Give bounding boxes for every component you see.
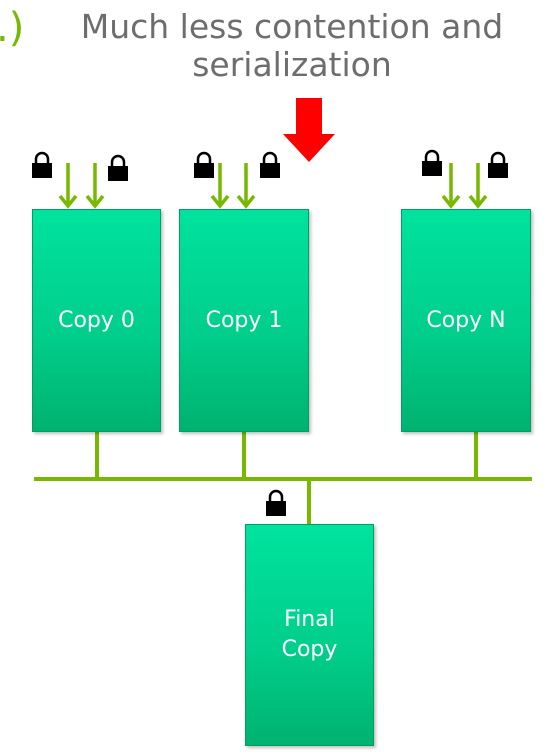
final-copy-line-1: Final: [284, 607, 335, 632]
caption: Much less contention and serialization: [64, 8, 520, 84]
down-arrow-icon: [58, 163, 78, 209]
lock-icon: [488, 151, 508, 178]
lock-icon: [32, 151, 52, 178]
lock-icon: [422, 149, 442, 176]
copy-0-block: Copy 0: [32, 209, 161, 432]
caption-line-1: Much less contention and: [80, 7, 504, 46]
copy-n-block: Copy N: [401, 209, 531, 432]
down-arrow-icon: [236, 163, 256, 209]
copy-1-label: Copy 1: [205, 307, 283, 333]
final-copy-block: Final Copy: [245, 524, 374, 746]
down-arrow-icon: [441, 163, 461, 209]
caption-line-2: serialization: [192, 45, 392, 84]
copy-1-block: Copy 1: [179, 209, 309, 432]
red-down-arrow-icon: [283, 98, 335, 162]
down-arrow-icon: [85, 163, 105, 209]
final-copy-line-2: Copy: [281, 637, 338, 662]
lock-icon: [194, 151, 214, 178]
down-arrow-icon: [210, 163, 230, 209]
partial-heading-text: .): [0, 5, 25, 51]
lock-icon: [266, 489, 286, 516]
copy-n-label: Copy N: [426, 307, 506, 333]
lock-icon: [108, 154, 128, 181]
copy-0-label: Copy 0: [58, 307, 135, 333]
lock-icon: [260, 151, 280, 178]
down-arrow-icon: [468, 163, 488, 209]
final-copy-label: Final Copy: [282, 605, 338, 665]
